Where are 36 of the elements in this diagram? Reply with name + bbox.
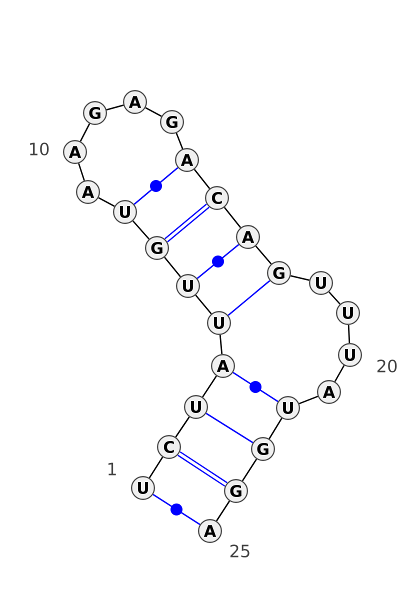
backbone-line	[219, 334, 223, 354]
base-pair-line	[178, 451, 228, 487]
backbone-line	[145, 107, 162, 117]
backbone-line	[348, 324, 350, 344]
backbone-line	[132, 220, 150, 240]
backbone-line	[175, 416, 190, 438]
backbone-line	[290, 275, 310, 281]
backbone-line	[176, 132, 184, 150]
backbone-line	[80, 123, 90, 142]
backbone-line	[98, 197, 115, 207]
base-pair-line	[164, 204, 210, 242]
position-number: 25	[230, 544, 250, 558]
backbone-line	[164, 256, 181, 278]
backbone-line	[298, 396, 318, 404]
base-pair-line	[196, 244, 240, 279]
backbone-line	[106, 104, 124, 110]
position-number: 10	[30, 142, 49, 156]
backbone-line	[78, 163, 85, 181]
backbone-line	[268, 418, 282, 440]
backbone-line	[334, 365, 345, 382]
backbone-line	[216, 500, 230, 522]
position-number: 20	[377, 360, 397, 372]
base-pair-line	[152, 494, 200, 526]
backbone-line	[242, 458, 258, 482]
backbone-line	[195, 294, 212, 314]
base-pair-line	[232, 372, 278, 402]
backbone-line	[224, 206, 242, 228]
backbone-line	[202, 376, 217, 398]
backbone-line	[255, 246, 272, 264]
position-number: 1	[108, 462, 116, 476]
backbone-line	[328, 291, 340, 305]
backbone-line	[148, 456, 164, 478]
backbone-line	[194, 169, 210, 190]
base-pair-line	[228, 280, 270, 316]
base-pair-line	[134, 167, 178, 205]
base-pair-line	[206, 412, 254, 444]
